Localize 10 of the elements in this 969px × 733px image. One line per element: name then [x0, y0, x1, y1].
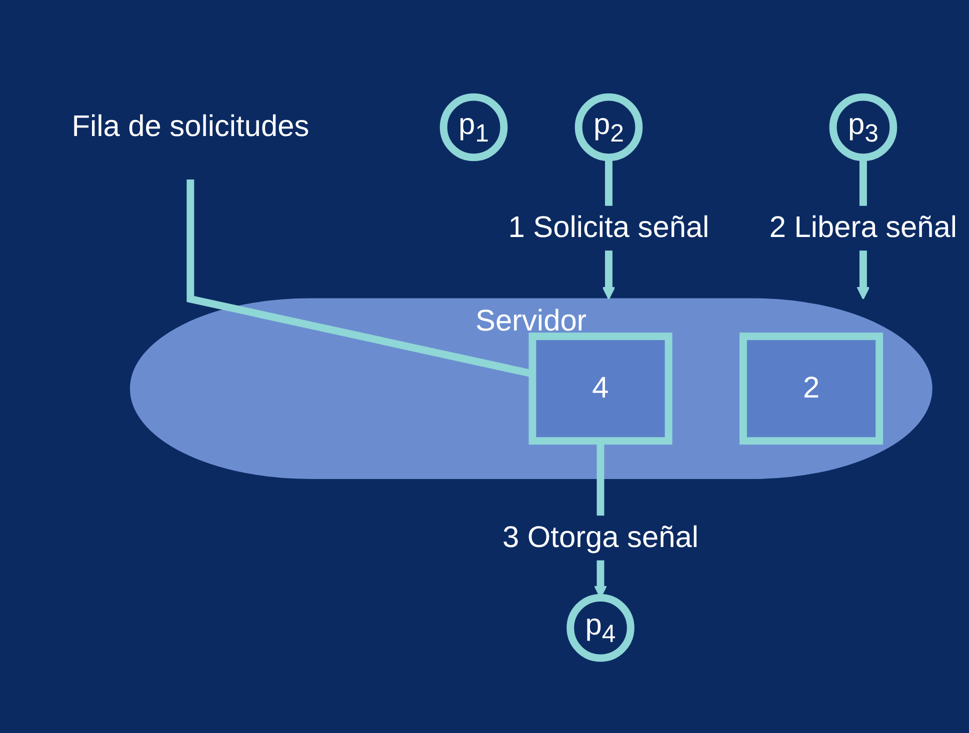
node-circle: p$_{2}$ [574, 93, 643, 162]
node-circle: p$_{3}$ [829, 93, 898, 162]
edge-label: 1 Solicita señal [508, 212, 710, 245]
node-text: Fila de solicitudes [72, 110, 310, 144]
node-box: 4 [528, 332, 672, 445]
edge-label: 3 Otorga señal [502, 522, 698, 554]
node-circle: p$_{4}$ [566, 594, 634, 662]
edge-label: 2 Libera señal [769, 212, 958, 245]
node-circle: p$_{1}$ [440, 93, 508, 162]
node-box: 2 [740, 332, 884, 445]
